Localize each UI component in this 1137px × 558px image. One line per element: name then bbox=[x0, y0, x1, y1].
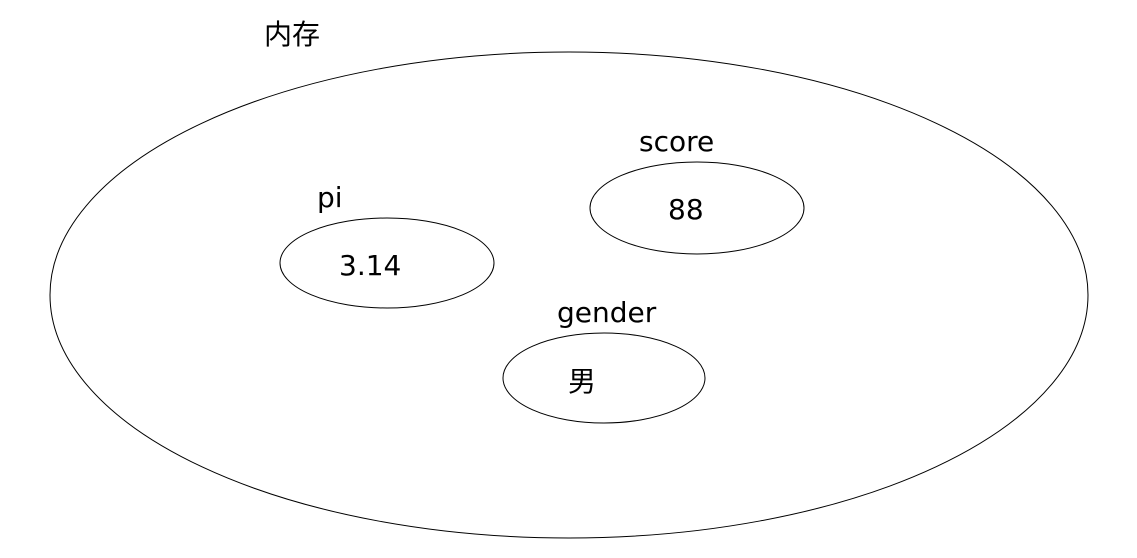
variable-name-pi: pi bbox=[317, 181, 343, 214]
memory-container-ellipse bbox=[49, 51, 1089, 539]
variable-value-gender: 男 bbox=[568, 365, 597, 398]
memory-container-label: 内存 bbox=[264, 18, 321, 51]
variable-name-score: score bbox=[639, 125, 715, 158]
variable-ellipse-score bbox=[589, 161, 805, 255]
variable-value-pi: 3.14 bbox=[339, 249, 402, 282]
variable-name-gender: gender bbox=[557, 296, 657, 329]
variable-value-score: 88 bbox=[668, 193, 704, 226]
variable-ellipse-pi bbox=[279, 217, 495, 309]
variable-ellipse-gender bbox=[502, 332, 706, 424]
